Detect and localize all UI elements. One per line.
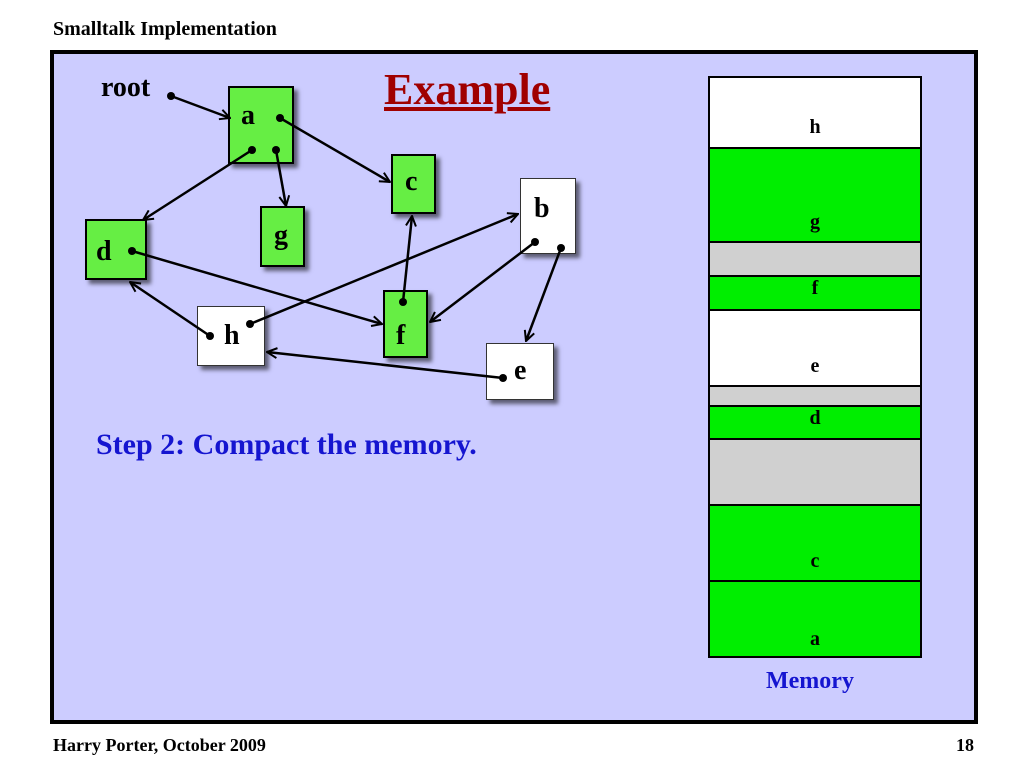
node-g-label: g <box>274 220 288 251</box>
node-d: d <box>85 219 147 280</box>
pointer-dot-a2 <box>248 146 256 154</box>
node-b-label: b <box>534 193 550 224</box>
node-h-label: h <box>224 320 240 351</box>
node-g: g <box>260 206 305 267</box>
memory-cell-a-label: a <box>810 628 820 650</box>
pointer-dot-d <box>128 247 136 255</box>
memory-cell-f: f <box>710 275 920 309</box>
arrow-b-to-e <box>526 247 563 341</box>
footer-author: Harry Porter, October 2009 <box>53 735 266 755</box>
pointer-dot-e <box>499 374 507 382</box>
pointer-dot-f <box>399 298 407 306</box>
node-d-label: d <box>96 236 112 267</box>
arrow-a-to-d <box>143 148 253 220</box>
memory-cell-d: d <box>710 405 920 438</box>
memory-cell-free-3 <box>710 438 920 504</box>
pointer-dot-h2 <box>246 320 254 328</box>
node-c: c <box>391 154 436 214</box>
memory-cell-h-label: h <box>809 116 821 138</box>
memory-cell-g-label: g <box>810 211 820 233</box>
pointer-dot-b1 <box>531 238 539 246</box>
pointer-dot-b2 <box>557 244 565 252</box>
arrow-a-to-c <box>279 116 390 182</box>
presentation-header: Smalltalk Implementation <box>53 18 277 40</box>
arrow-root-to-a <box>170 94 230 118</box>
node-b: b <box>520 178 576 254</box>
node-c-label: c <box>405 166 418 197</box>
step-text: Step 2: Compact the memory. <box>96 428 477 461</box>
arrow-b-to-f <box>430 241 536 322</box>
node-a-label: a <box>241 100 255 131</box>
pointer-dot-root <box>167 92 175 100</box>
root-label: root <box>101 72 151 103</box>
memory-cell-h: h <box>710 78 920 147</box>
memory-cell-g: g <box>710 147 920 241</box>
node-f-label: f <box>396 320 406 351</box>
node-e-label: e <box>514 355 527 386</box>
memory-cell-free-1 <box>710 241 920 275</box>
memory-cell-c: c <box>710 504 920 580</box>
node-a: a <box>228 86 294 164</box>
pointer-dot-a3 <box>272 146 280 154</box>
memory-cell-free-2 <box>710 385 920 405</box>
arrow-h-to-b <box>249 214 518 326</box>
memory-cell-e-label: e <box>810 355 820 377</box>
memory-label: Memory <box>766 668 854 694</box>
arrow-d-to-f <box>131 249 382 324</box>
memory-cell-a: a <box>710 580 920 656</box>
memory-column: h g f e d c a <box>708 76 922 658</box>
page-number: 18 <box>956 735 974 755</box>
memory-cell-d-label: d <box>809 407 821 429</box>
memory-cell-f-label: f <box>811 277 819 299</box>
memory-cell-e: e <box>710 309 920 385</box>
node-h: h <box>197 306 265 366</box>
arrow-h-to-d <box>130 282 211 338</box>
pointer-dot-h1 <box>206 332 214 340</box>
node-e: e <box>486 343 554 400</box>
arrow-a-to-g <box>274 149 286 206</box>
arrow-e-to-h <box>267 352 504 380</box>
slide-title: Example <box>384 65 551 114</box>
pointer-dot-a1 <box>276 114 284 122</box>
memory-cell-c-label: c <box>810 550 820 572</box>
